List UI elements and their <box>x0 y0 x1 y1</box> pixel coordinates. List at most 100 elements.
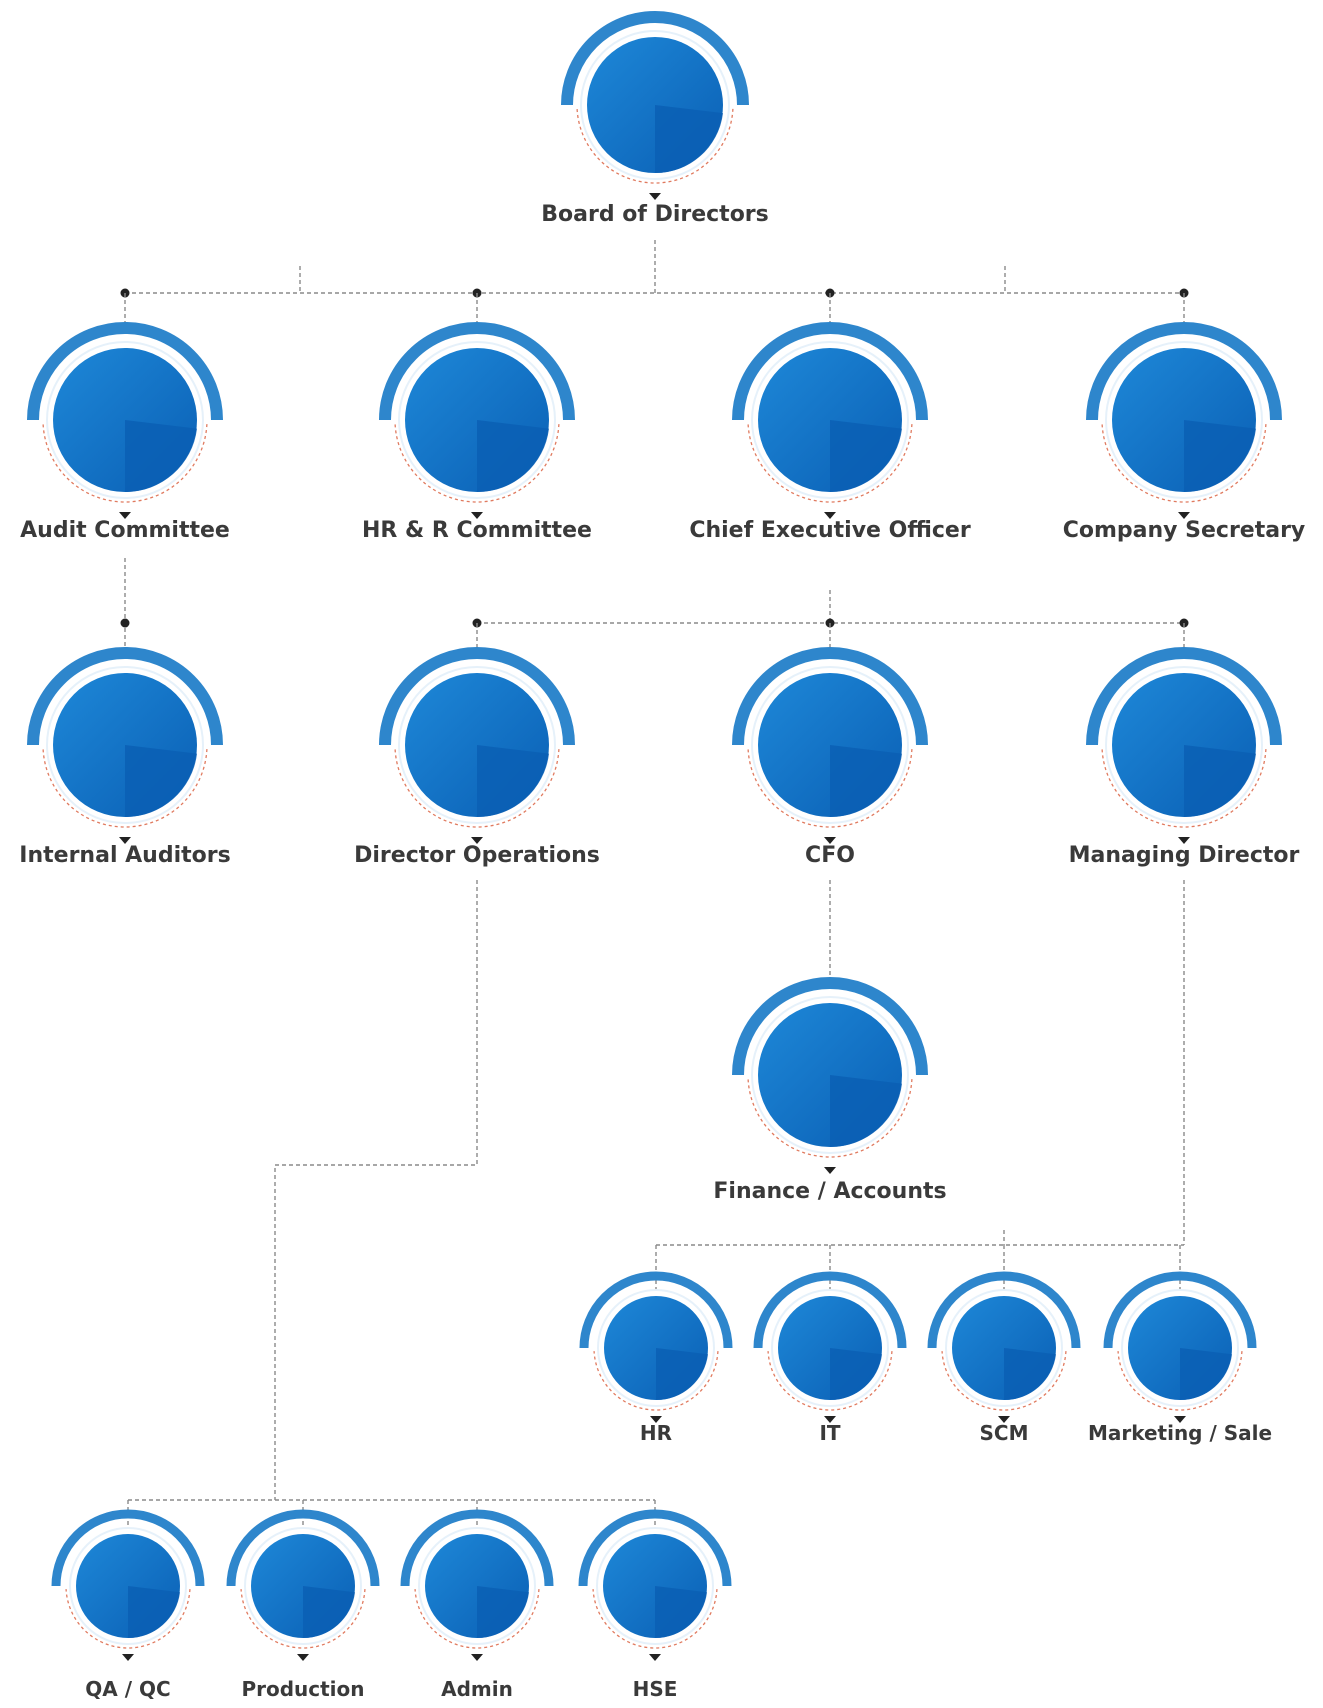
node-label-dirops: Director Operations <box>354 843 600 868</box>
node-disc-shade <box>477 1586 529 1639</box>
node-label-qaqc: QA / QC <box>85 1677 170 1701</box>
node-label-hse: HSE <box>633 1677 678 1701</box>
connector-dirops-stem <box>274 880 478 1500</box>
node-label-secretary: Company Secretary <box>1063 518 1306 543</box>
node-label-ceo: Chief Executive Officer <box>689 518 971 543</box>
node-pointer <box>824 512 836 519</box>
junction-dot <box>120 618 130 628</box>
node-disc-shade <box>830 1075 902 1148</box>
node-pointer <box>119 837 131 844</box>
node-ring-arc <box>226 1509 380 1587</box>
node-dashed-arc <box>394 424 560 503</box>
node-label-board: Board of Directors <box>541 202 769 227</box>
node-it: IT <box>753 1271 907 1445</box>
node-audit: Audit Committee <box>20 322 230 543</box>
node-disc-shade <box>1004 1348 1056 1401</box>
node-production: Production <box>226 1509 380 1701</box>
node-label-scm: SCM <box>980 1421 1029 1445</box>
node-pointer <box>119 512 131 519</box>
node-pointer <box>1178 512 1190 519</box>
node-dashed-arc <box>747 424 913 503</box>
node-secretary: Company Secretary <box>1063 322 1306 543</box>
node-disc-shade <box>830 1348 882 1401</box>
node-dashed-arc <box>1101 424 1267 503</box>
node-disc-shade <box>1184 745 1256 818</box>
node-disc-shade <box>303 1586 355 1639</box>
node-cfo: CFO <box>732 647 928 868</box>
node-admin: Admin <box>400 1509 554 1701</box>
node-ring-arc <box>1086 322 1282 421</box>
node-label-admin: Admin <box>441 1677 513 1701</box>
node-hse: HSE <box>578 1509 732 1701</box>
node-internal: Internal Auditors <box>19 647 231 868</box>
node-qaqc: QA / QC <box>51 1509 205 1701</box>
node-pointer <box>122 1654 134 1661</box>
node-hrr: HR & R Committee <box>362 322 592 543</box>
node-label-finance: Finance / Accounts <box>713 1179 946 1204</box>
node-ring-arc <box>400 1509 554 1587</box>
node-pointer <box>649 193 661 200</box>
node-ring-arc <box>379 647 575 746</box>
node-ring-arc <box>561 11 749 106</box>
node-hr: HR <box>579 1271 733 1445</box>
node-label-it: IT <box>819 1421 840 1445</box>
node-ring-arc <box>732 322 928 421</box>
node-label-internal: Internal Auditors <box>19 843 230 868</box>
node-ring-arc <box>51 1509 205 1587</box>
node-dashed-arc <box>747 1079 913 1158</box>
node-pointer <box>824 1167 836 1174</box>
node-pointer <box>650 1416 662 1423</box>
node-label-hrr: HR & R Committee <box>362 518 592 543</box>
node-disc-shade <box>655 105 723 174</box>
node-scm: SCM <box>927 1271 1081 1445</box>
node-disc-shade <box>128 1586 180 1639</box>
node-dashed-arc <box>394 749 560 828</box>
node-md: Managing Director <box>1069 647 1300 868</box>
node-label-marketing: Marketing / Sale <box>1088 1421 1272 1445</box>
node-ring-arc <box>579 1271 733 1349</box>
node-ring-arc <box>27 647 223 746</box>
node-disc-shade <box>656 1348 708 1401</box>
node-pointer <box>824 1416 836 1423</box>
node-pointer <box>471 837 483 844</box>
node-disc-shade <box>125 745 197 818</box>
node-disc-shade <box>655 1586 707 1639</box>
node-disc-shade <box>477 745 549 818</box>
node-marketing: Marketing / Sale <box>1088 1271 1272 1445</box>
node-disc-shade <box>830 745 902 818</box>
node-label-production: Production <box>241 1677 364 1701</box>
node-ring-arc <box>1086 647 1282 746</box>
node-pointer <box>1174 1416 1186 1423</box>
node-dashed-arc <box>747 749 913 828</box>
node-pointer <box>471 512 483 519</box>
node-dashed-arc <box>1101 749 1267 828</box>
node-dirops: Director Operations <box>354 647 600 868</box>
node-ring-arc <box>927 1271 1081 1349</box>
node-ring-arc <box>379 322 575 421</box>
node-disc-shade <box>1180 1348 1232 1401</box>
node-ring-arc <box>1103 1271 1257 1349</box>
node-label-hr: HR <box>640 1421 672 1445</box>
node-label-cfo: CFO <box>805 843 855 868</box>
node-ring-arc <box>732 647 928 746</box>
node-pointer <box>297 1654 309 1661</box>
node-disc-shade <box>1184 420 1256 493</box>
node-ring-arc <box>27 322 223 421</box>
node-dashed-arc <box>42 424 208 503</box>
node-ring-arc <box>732 977 928 1076</box>
node-pointer <box>824 837 836 844</box>
node-board: Board of Directors <box>541 11 769 227</box>
node-pointer <box>649 1654 661 1661</box>
node-ceo: Chief Executive Officer <box>689 322 971 543</box>
node-dashed-arc <box>42 749 208 828</box>
node-pointer <box>471 1654 483 1661</box>
node-finance: Finance / Accounts <box>713 977 947 1204</box>
node-disc-shade <box>125 420 197 493</box>
node-disc-shade <box>830 420 902 493</box>
node-disc-shade <box>477 420 549 493</box>
node-ring-arc <box>753 1271 907 1349</box>
node-label-md: Managing Director <box>1069 843 1300 868</box>
node-label-audit: Audit Committee <box>20 518 230 543</box>
